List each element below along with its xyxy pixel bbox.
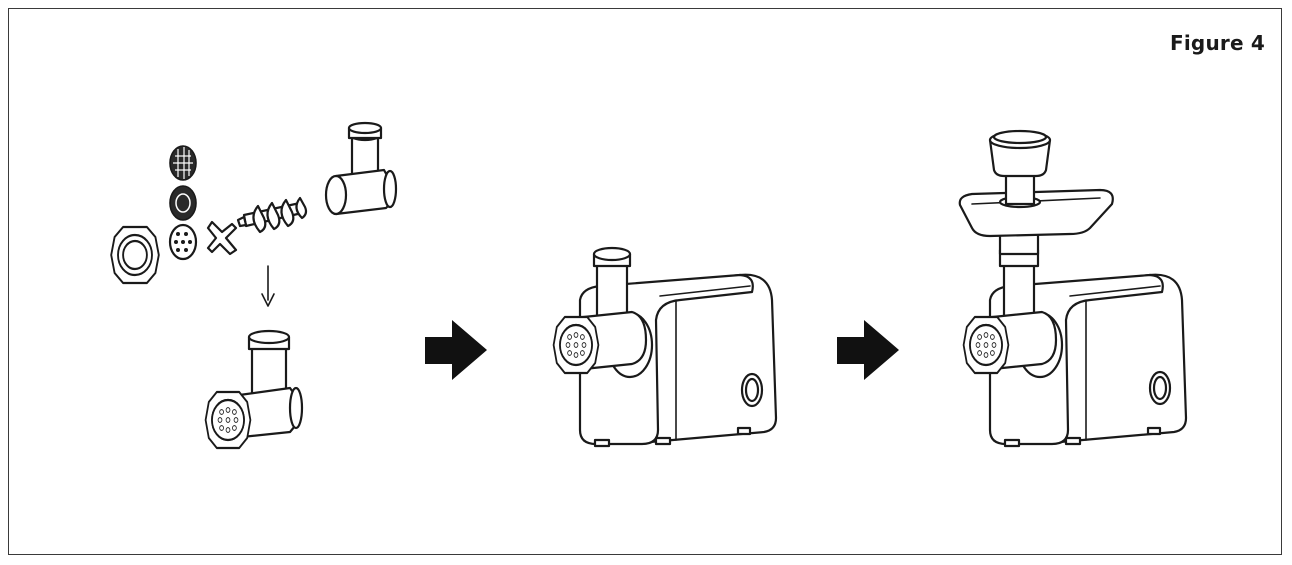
cross-blade — [206, 220, 238, 256]
step-1-exploded-parts — [110, 121, 398, 450]
mincing-plates — [168, 145, 198, 261]
auger-screw — [236, 196, 308, 234]
step-2-assembled-grinder — [552, 246, 778, 448]
figure-label: Figure 4 — [1170, 31, 1265, 55]
down-arrow — [261, 265, 275, 307]
step-arrow-2 — [837, 320, 899, 380]
step-3-grinder-with-tray — [958, 129, 1188, 448]
ring-nut-part — [110, 225, 160, 285]
assembled-head — [204, 329, 304, 450]
grinder-head-part — [324, 121, 398, 216]
step-arrow-1 — [425, 320, 487, 380]
